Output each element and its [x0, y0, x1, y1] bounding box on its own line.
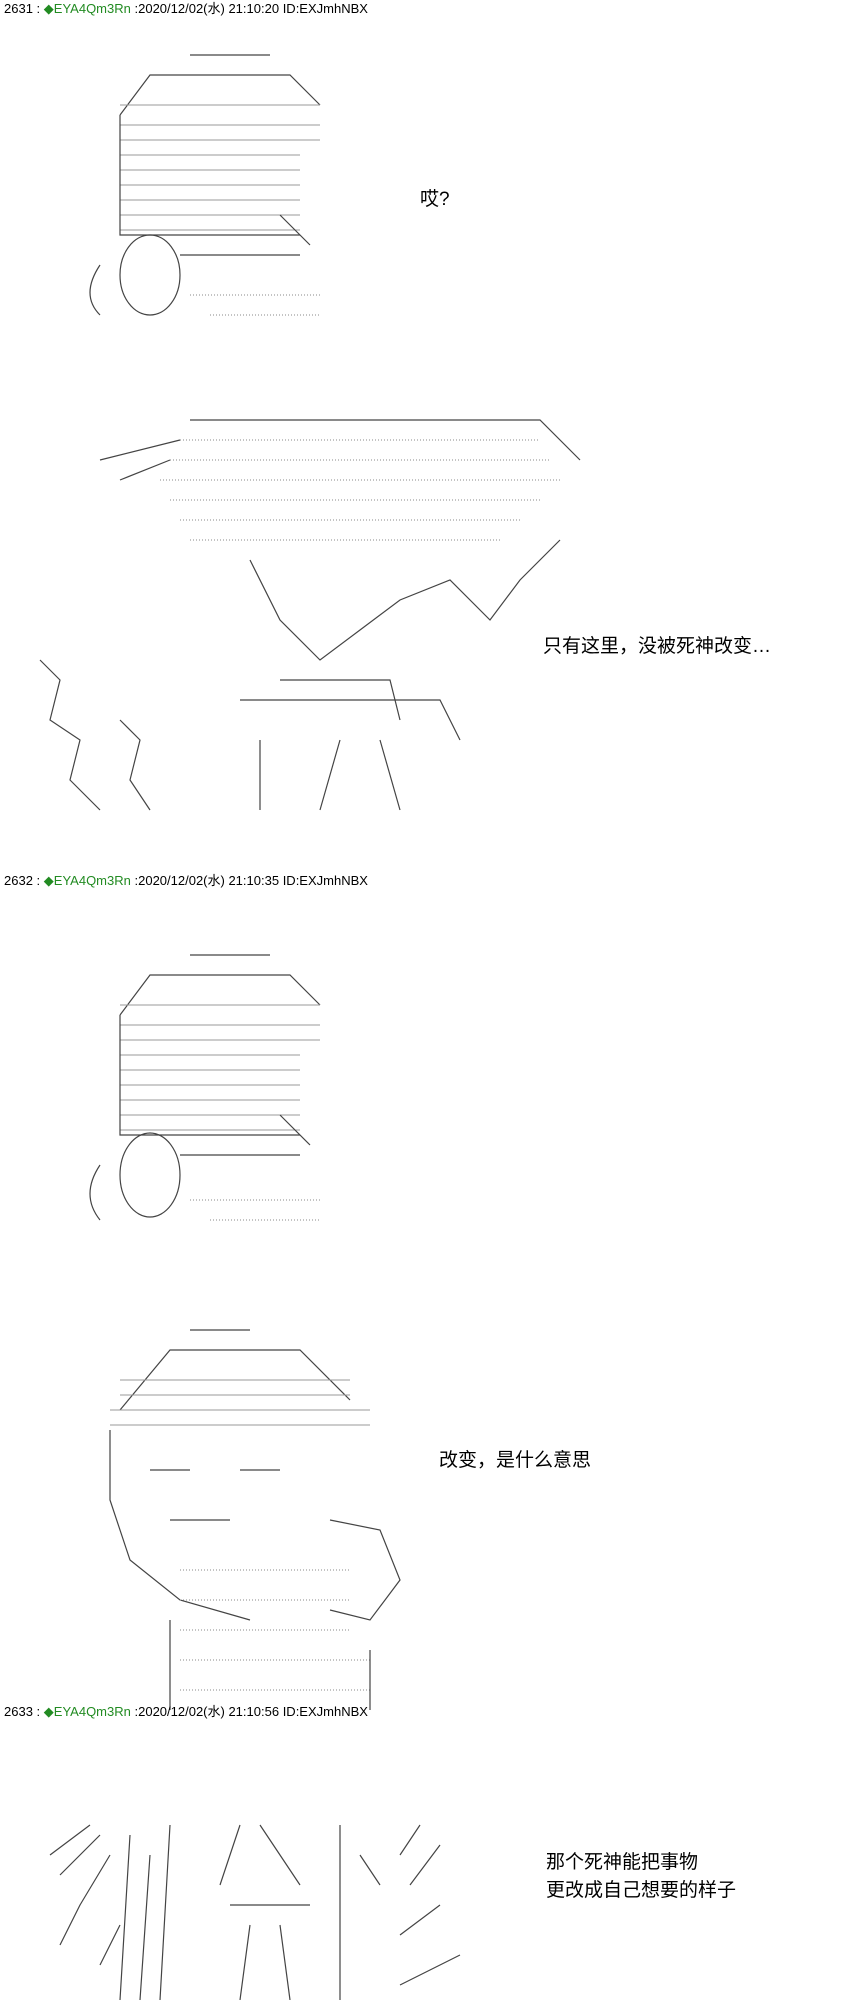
dialogue-line: 更改成自己想要的样子 — [546, 1880, 737, 1901]
post-number: 2633 — [4, 1704, 33, 1719]
post-separator: : — [36, 1704, 41, 1719]
post-header: 2632 : ◆EYA4Qm3Rn :2020/12/02(水) 21:10:3… — [4, 873, 368, 889]
post-id[interactable]: ID:EXJmhNBX — [282, 873, 368, 888]
post-header: 2633 : ◆EYA4Qm3Rn :2020/12/02(水) 21:10:5… — [4, 1704, 368, 1720]
ascii-art-character-closeup — [70, 1320, 420, 1720]
ascii-art-large-lettering — [40, 1815, 480, 2000]
post-id[interactable]: ID:EXJmhNBX — [282, 1704, 368, 1719]
dialogue-line: 改变，是什么意思 — [439, 1450, 592, 1471]
ascii-art-character-portrait — [20, 400, 581, 820]
post-separator: : — [36, 1, 41, 16]
post-separator: : — [36, 873, 41, 888]
post-header: 2631 : ◆EYA4Qm3Rn :2020/12/02(水) 21:10:2… — [4, 1, 368, 17]
post-number: 2632 — [4, 873, 33, 888]
post-trip[interactable]: ◆EYA4Qm3Rn — [43, 1, 131, 16]
ascii-art-character-hat — [60, 935, 340, 1235]
dialogue-line: 那个死神能把事物 — [546, 1852, 699, 1873]
post-trip[interactable]: ◆EYA4Qm3Rn — [43, 873, 131, 888]
post-date: :2020/12/02(水) 21:10:35 — [134, 873, 280, 888]
post-date: :2020/12/02(水) 21:10:20 — [134, 1, 280, 16]
dialogue-line: 哎? — [420, 189, 450, 210]
post-date: :2020/12/02(水) 21:10:56 — [134, 1704, 280, 1719]
ascii-art-character-hat — [60, 45, 340, 325]
post-trip[interactable]: ◆EYA4Qm3Rn — [43, 1704, 131, 1719]
post-id[interactable]: ID:EXJmhNBX — [282, 1, 368, 16]
post-number: 2631 — [4, 1, 33, 16]
dialogue-line: 只有这里，没被死神改变… — [543, 636, 772, 657]
